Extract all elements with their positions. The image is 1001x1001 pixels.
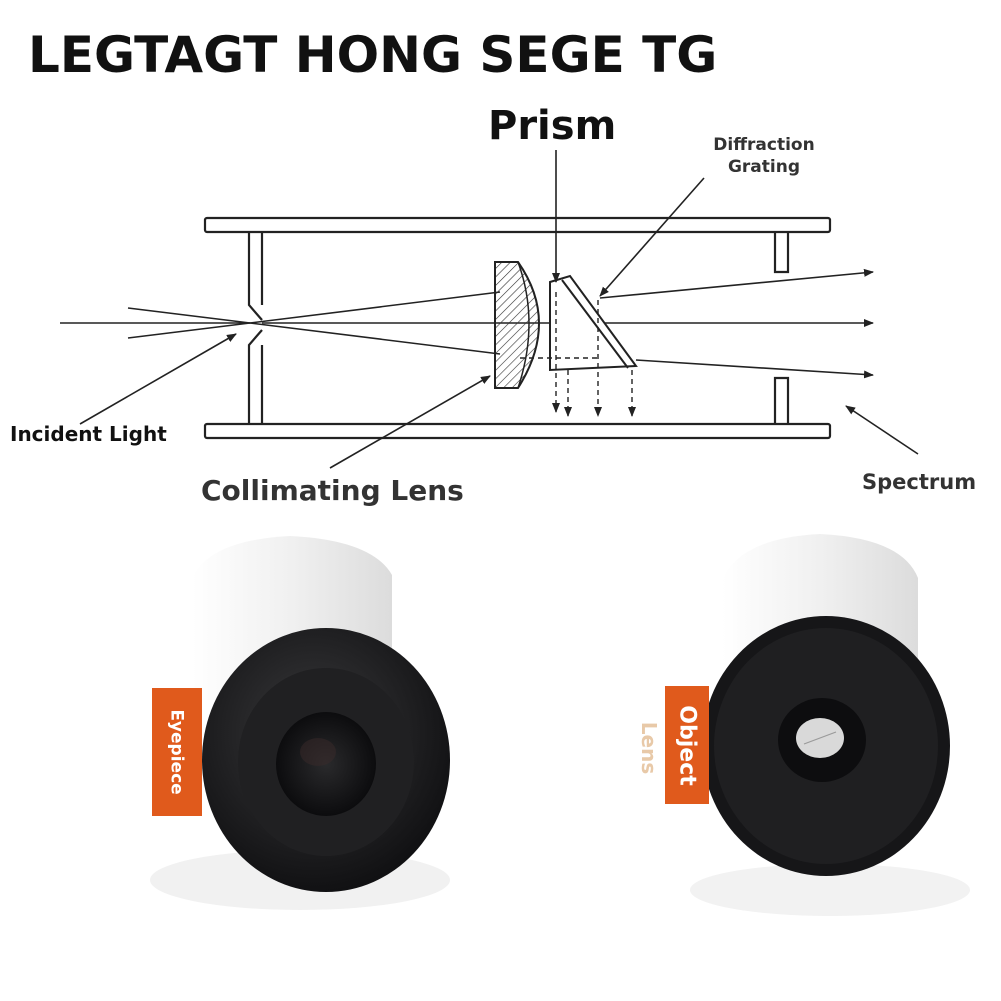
object-lens-photo xyxy=(690,534,970,916)
diffraction-grating-label: Diffraction Grating xyxy=(712,134,816,178)
prism-grating xyxy=(520,274,638,417)
collimating-lens xyxy=(494,261,540,389)
object-tag: Object xyxy=(665,686,709,804)
lens-tag-text: Lens xyxy=(637,721,662,775)
page-title: LEGTAGT HONG SEGE TG xyxy=(28,26,718,84)
diffraction-label-line2: Grating xyxy=(727,157,801,177)
object-tag-text: Object xyxy=(674,704,700,786)
collimating-lens-label: Collimating Lens xyxy=(201,474,464,507)
prism-label: Prism xyxy=(488,103,617,149)
spectrum-label: Spectrum xyxy=(862,470,977,494)
lens-tag: Lens xyxy=(634,714,664,782)
eyepiece-tag: Eyepiece xyxy=(152,688,202,816)
diffraction-label-line1: Diffraction xyxy=(713,135,815,155)
eyepiece-tag-text: Eyepiece xyxy=(167,709,188,795)
label-pointers xyxy=(79,150,919,469)
light-rays xyxy=(60,268,874,379)
tube-outline xyxy=(203,216,832,440)
eyepiece-photo xyxy=(150,536,450,910)
incident-light-label: Incident Light xyxy=(10,422,167,446)
